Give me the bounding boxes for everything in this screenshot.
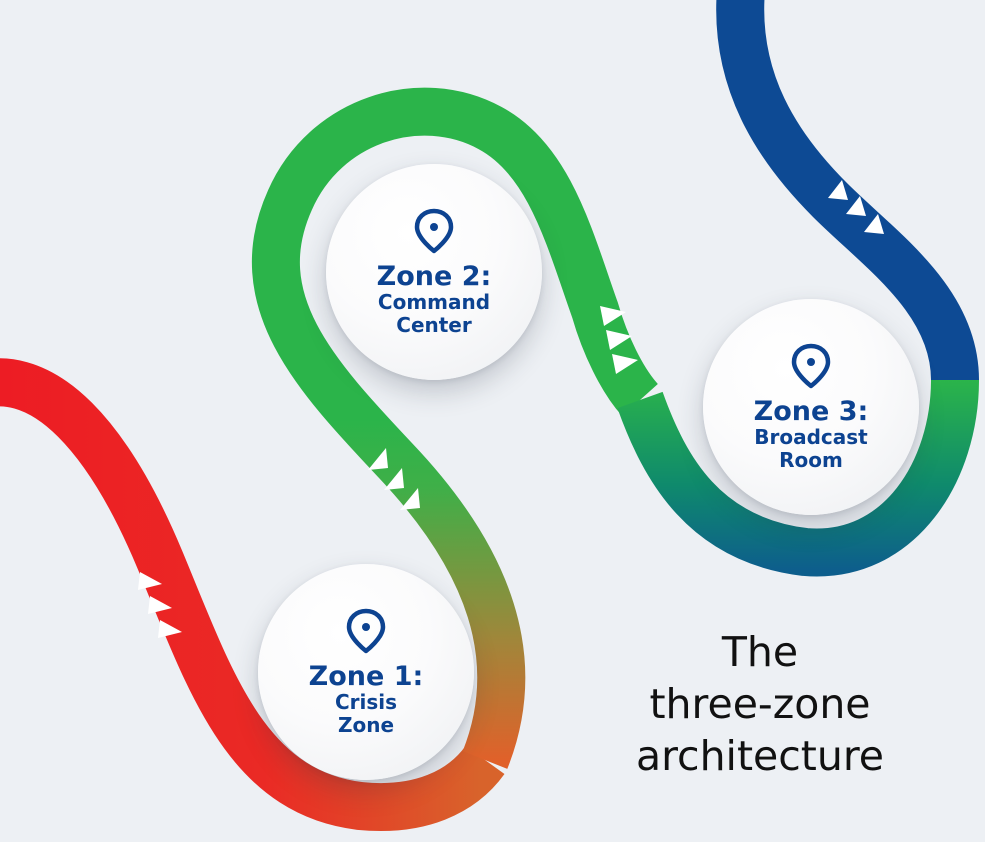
heading-line-3: architecture bbox=[635, 732, 885, 780]
path-segment-red bbox=[0, 358, 505, 831]
zone-2-title: Zone 2: bbox=[376, 261, 492, 292]
heading-line-2: three-zone bbox=[649, 680, 871, 728]
direction-arrow-icon bbox=[846, 196, 866, 216]
direction-arrow-icon bbox=[600, 306, 626, 326]
arrow-group-rise bbox=[368, 448, 420, 510]
map-pin-icon bbox=[791, 343, 831, 389]
zone-3-name-line1: Broadcast bbox=[754, 425, 868, 449]
path-segment-blue bbox=[716, 0, 979, 382]
direction-arrow-icon bbox=[612, 354, 638, 374]
map-pin-icon bbox=[414, 208, 454, 254]
path-segment-rise bbox=[251, 87, 659, 769]
heading-line-1: The bbox=[721, 628, 799, 676]
direction-arrow-icon bbox=[138, 572, 162, 590]
zone-3-name-line2: Room bbox=[779, 448, 843, 472]
direction-arrow-icon bbox=[158, 620, 182, 638]
zone-1-title: Zone 1: bbox=[308, 661, 424, 692]
path-segment-dip bbox=[617, 379, 979, 577]
zone-3-title: Zone 3: bbox=[753, 396, 869, 427]
zone-2-name-line2: Center bbox=[396, 313, 472, 337]
direction-arrow-icon bbox=[148, 596, 172, 614]
zone-2-name-line1: Command bbox=[377, 290, 491, 314]
arrow-group-mid bbox=[600, 306, 638, 374]
direction-arrow-icon bbox=[400, 488, 420, 510]
direction-arrow-icon bbox=[828, 180, 848, 200]
zone-1-name-line1: Crisis bbox=[334, 690, 398, 714]
direction-arrow-icon bbox=[384, 468, 404, 490]
map-pin-icon bbox=[346, 608, 386, 654]
arrow-group-blue bbox=[828, 180, 884, 234]
direction-arrow-icon bbox=[368, 448, 388, 470]
diagram-heading: The three-zone architecture bbox=[590, 626, 930, 782]
zone-1-node: Zone 1: Crisis Zone bbox=[258, 564, 474, 780]
direction-arrow-icon bbox=[864, 214, 884, 234]
arrow-group-red bbox=[138, 572, 182, 638]
direction-arrow-icon bbox=[606, 330, 632, 350]
zone-3-node: Zone 3: Broadcast Room bbox=[703, 299, 919, 515]
zone-2-node: Zone 2: Command Center bbox=[326, 164, 542, 380]
zone-1-name-line2: Zone bbox=[337, 713, 395, 737]
